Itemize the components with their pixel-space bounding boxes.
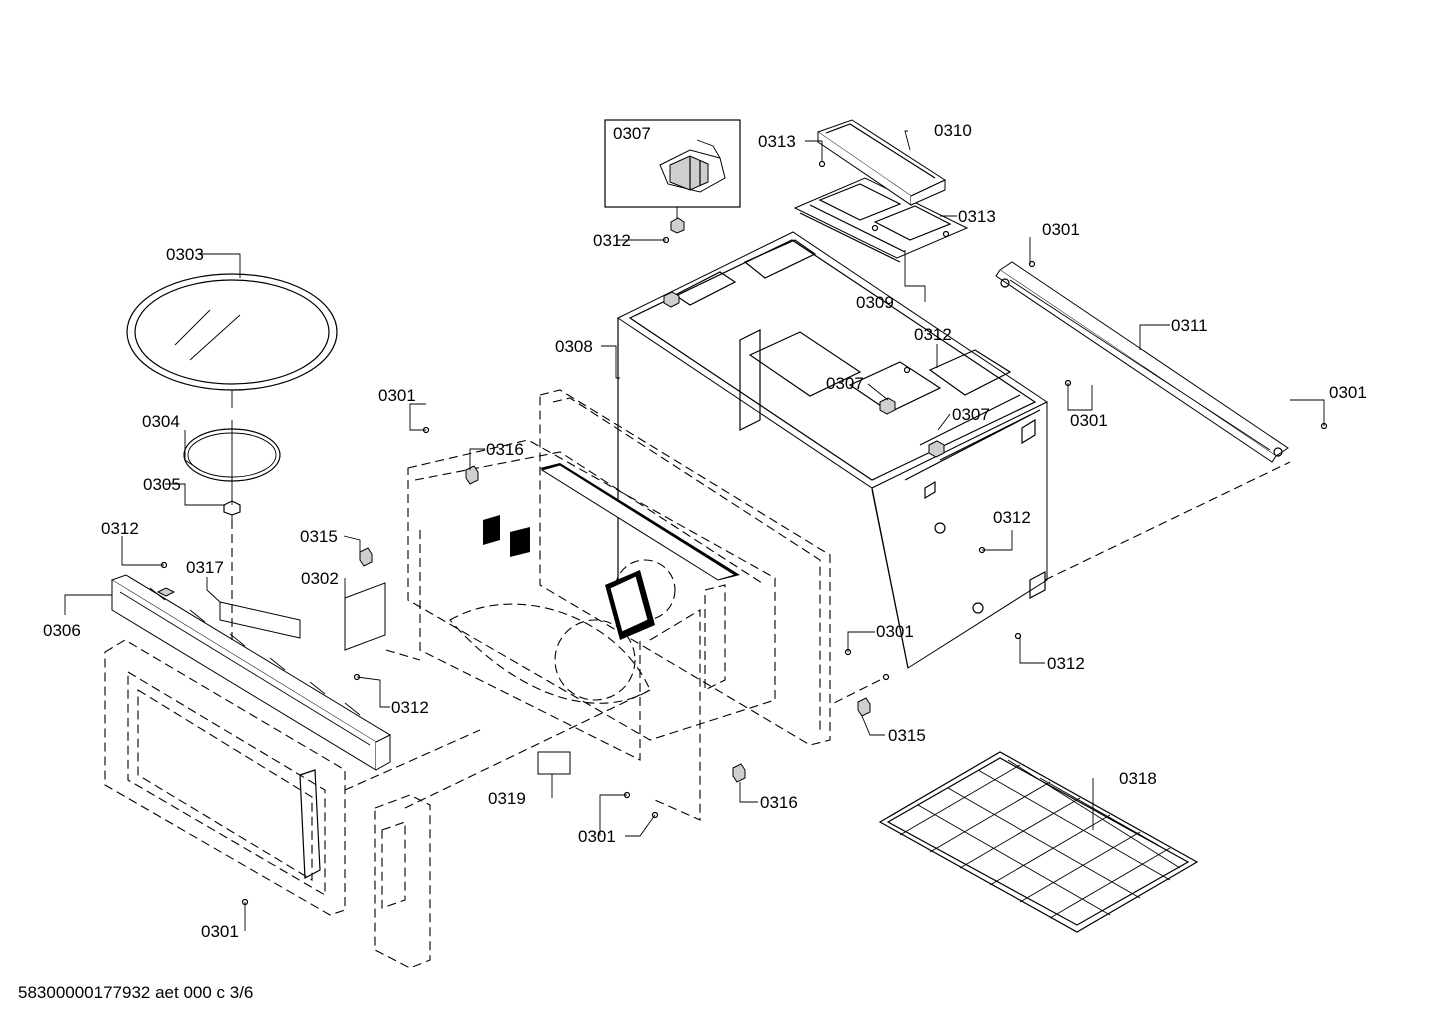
assembly-lines [231,461,1291,809]
detail-box-0307 [604,119,741,234]
part-label-0315-right: 0315 [888,726,926,745]
part-label-0316-top: 0316 [486,440,524,459]
part-label-0301-rail-top: 0301 [1042,220,1080,239]
part-label-0301-left: 0301 [378,386,416,405]
door [104,639,346,916]
part-label-0312-grille-right: 0312 [391,698,429,717]
part-label-0312-top: 0312 [593,231,631,250]
part-label-0313-top: 0313 [758,132,796,151]
part-label-0301-door: 0301 [201,922,239,941]
part-label-0304: 0304 [142,412,180,431]
part-label-0307-right: 0307 [952,405,990,424]
roller-ring-0304 [183,420,281,520]
leader-lines [64,130,1325,931]
part-label-0312-grille: 0312 [101,519,139,538]
part-label-0308: 0308 [555,337,593,356]
part-label-0310: 0310 [934,121,972,140]
part-label-0301-front: 0301 [876,622,914,641]
part-label-0319: 0319 [488,789,526,808]
part-label-0309: 0309 [856,293,894,312]
oven-cavity [407,389,831,821]
document-code: 58300000177932 aet 000 c 3/6 [18,983,254,1002]
filter-0302 [344,582,386,651]
part-label-0318: 0318 [1119,769,1157,788]
part-label-0303: 0303 [166,245,204,264]
clips-0315-0316 [359,465,871,783]
rack-0318 [878,751,1199,933]
grille-0306 [110,574,392,771]
plate-0317 [219,601,301,639]
part-label-0315-left: 0315 [300,527,338,546]
part-label-0317: 0317 [186,558,224,577]
part-label-0302: 0302 [301,569,339,588]
part-label-0306: 0306 [43,621,81,640]
part-label-0312-bottom: 0312 [1047,654,1085,673]
rail-0311 [995,261,1289,463]
part-label-0311: 0311 [1171,316,1208,335]
part-label-0307-left: 0307 [826,374,864,393]
label-0319 [537,751,571,775]
cabinet-0308 [617,231,1048,669]
part-label-0312-side: 0312 [993,508,1031,527]
part-label-0316-bottom: 0316 [760,793,798,812]
bracket-0309 [793,177,969,263]
glass-tray-0303 [126,273,338,408]
part-label-0313-right: 0313 [958,207,996,226]
control-panel [374,794,431,969]
part-label-0312-mid: 0312 [914,325,952,344]
part-label-0301-bottom: 0301 [578,827,616,846]
part-label-0301-rail-end: 0301 [1329,383,1367,402]
part-label-0307-detail: 0307 [613,124,651,143]
part-label-0305: 0305 [143,475,181,494]
part-label-0301-cabinet: 0301 [1070,411,1108,430]
cover-0310 [816,119,947,206]
